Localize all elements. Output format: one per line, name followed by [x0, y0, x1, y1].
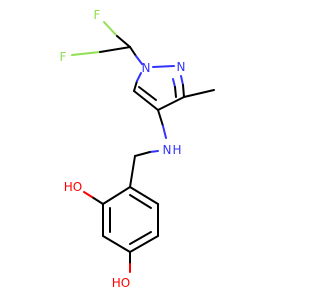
atom-n-amine-h: H	[172, 143, 181, 157]
bond-n2-c3-c	[182, 84, 185, 98]
structure-svg: F F N N N H HO HO	[60, 8, 215, 290]
bond-cf2-f-left	[71, 51, 101, 56]
bond-c3-c4	[102, 235, 131, 253]
bond-c4-nh-n	[162, 125, 167, 139]
bond-n1-n2	[152, 65, 175, 68]
bond-n2-c3-n	[180, 75, 184, 86]
bond-c2-o-o	[83, 191, 93, 198]
bond-n2-c3-double-c	[174, 86, 177, 98]
atom-f-left: F	[60, 50, 67, 64]
bond-c1-c2	[102, 186, 131, 205]
bond-c5-n1-c	[133, 80, 138, 92]
bond-c2-o-c	[91, 196, 104, 205]
bond-c4-c5	[133, 90, 159, 111]
bond-cf2-f-left-c	[99, 46, 131, 53]
atom-oh-upper: HO	[64, 180, 82, 194]
bond-cf2-f-top-c	[116, 35, 131, 48]
bond-c4-c5-double	[129, 231, 152, 245]
atom-oh-lower: HO	[112, 276, 130, 290]
atom-n-pyrazole-2: N	[177, 60, 186, 74]
bond-cf2-n1-c	[129, 46, 137, 57]
molecule-diagram: F F N N N H HO HO	[60, 8, 215, 290]
bond-c5-n1-n	[136, 72, 142, 82]
bond-c6-c1	[129, 186, 159, 205]
bond-c4-c5-double	[138, 86, 157, 101]
bond-ch2-c1	[129, 155, 136, 188]
bond-c3-methyl	[183, 89, 215, 98]
bond-nh-ch2-c	[134, 151, 151, 157]
atom-n-pyrazole-1: N	[142, 61, 151, 75]
bond-c6-c1-double	[129, 194, 152, 209]
bond-c3-c4	[157, 96, 185, 111]
atom-f-top: F	[94, 8, 101, 22]
bond-n2-c3-double-n	[172, 78, 176, 88]
bond-cf2-f-top	[103, 21, 118, 37]
bond-c4-nh-c	[157, 109, 164, 127]
bond-cf2-n1-n	[135, 55, 143, 65]
atom-n-amine: N	[163, 143, 172, 157]
bond-nh-ch2-n	[149, 150, 159, 153]
bond-c4-c5	[129, 235, 159, 253]
